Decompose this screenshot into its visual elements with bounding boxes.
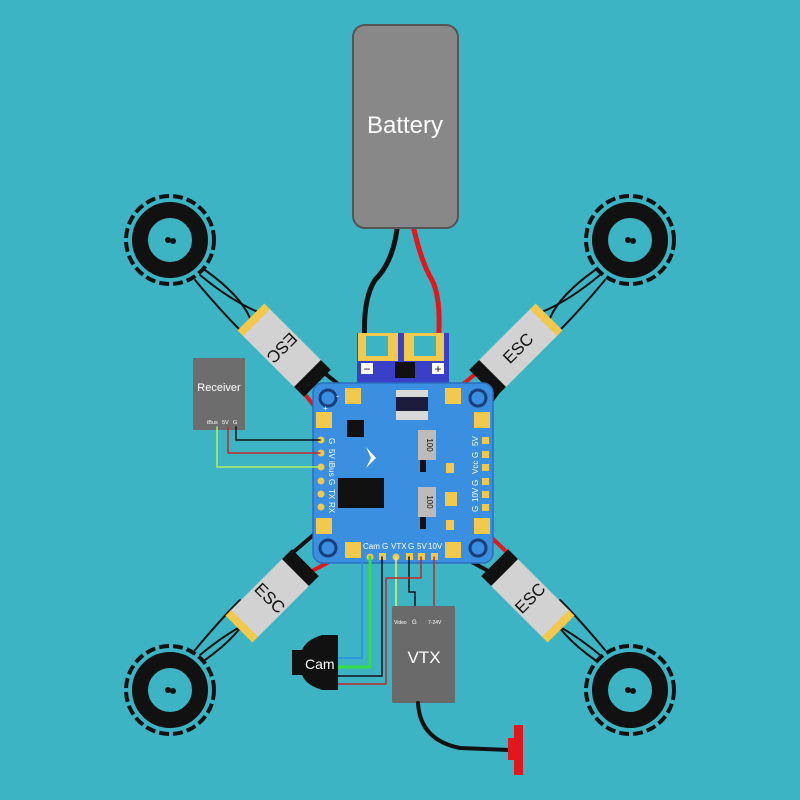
pad-label-g: G (327, 438, 336, 444)
vtx: Video G 7-24V VTX (392, 606, 455, 703)
logo-arrow-icon (366, 447, 376, 468)
camera: Cam (292, 635, 338, 690)
esc-bottom-right: ESC (481, 549, 575, 643)
pad-minus: - (336, 391, 339, 401)
receiver-label: Receiver (197, 382, 241, 394)
pad-label-vtx: VTX (391, 542, 407, 551)
pad-label-10v: 10V (471, 487, 480, 502)
xt60-connector: − + (357, 333, 449, 383)
vtx-pin-video: Video (394, 620, 407, 626)
battery-positive-wire (409, 217, 442, 348)
flight-controller: + - 100 100 G 5V iBus G TX RX 5V G Vcc (312, 382, 494, 564)
battery-label: Battery (367, 112, 443, 139)
pad-label-5v: 5V (327, 449, 336, 459)
right-pads: 5V G Vcc G 10V G (471, 436, 489, 512)
antenna-connector (508, 725, 523, 775)
esc-top-right: ESC (469, 303, 563, 397)
esc-top-left: ESC (237, 303, 331, 397)
esc-bottom-left: ESC (225, 549, 319, 643)
pad-label-rx: RX (327, 502, 336, 514)
osd-chip (338, 478, 384, 508)
pad-label-g: G (471, 506, 480, 512)
mcu-chip (347, 420, 364, 437)
battery-minus-label: − (363, 362, 370, 376)
pad-label-tx: TX (327, 489, 336, 500)
pad-plus: + (323, 404, 328, 413)
inductor-label: 100 (425, 495, 434, 509)
receiver-wires (216, 426, 321, 468)
camera-label: Cam (305, 656, 335, 672)
pad-label-vcc: Vcc (471, 461, 480, 474)
pad-label-5v: 5V (471, 436, 480, 446)
battery-plus-label: + (434, 362, 441, 376)
receiver-pin-5v: 5V (222, 420, 229, 426)
vtx-pin-g: G (412, 620, 417, 626)
pad-label-g: G (327, 479, 336, 485)
left-pads: G 5V iBus G TX RX (317, 436, 336, 514)
pad-label-g: G (471, 452, 480, 458)
vtx-label: VTX (407, 648, 440, 667)
pad-label-g: G (382, 542, 388, 551)
pad-label-10v: 10V (428, 542, 443, 551)
antenna-cable (416, 701, 512, 752)
receiver: Receiver iBus 5V G (193, 358, 245, 430)
battery: Battery (352, 24, 459, 229)
motor-bottom-right (584, 644, 676, 736)
receiver-pin-g: G (233, 420, 237, 426)
motor-top-left (124, 194, 216, 286)
motor-top-right (584, 194, 676, 286)
pad-label-cam: Cam (363, 542, 380, 551)
mounting-holes (318, 388, 488, 558)
inductor-label: 100 (425, 438, 434, 452)
pad-label-5v: 5V (417, 542, 427, 551)
pad-label-ibus: iBus (327, 461, 336, 477)
vtx-pin-7-24v: 7-24V (428, 620, 442, 626)
battery-negative-wire (361, 217, 401, 348)
receiver-pin-ibus: iBus (207, 420, 218, 426)
esc-pads (316, 388, 490, 558)
pad-label-g: G (471, 480, 480, 486)
motor-bottom-left (124, 644, 216, 736)
pad-label-g: G (408, 542, 414, 551)
